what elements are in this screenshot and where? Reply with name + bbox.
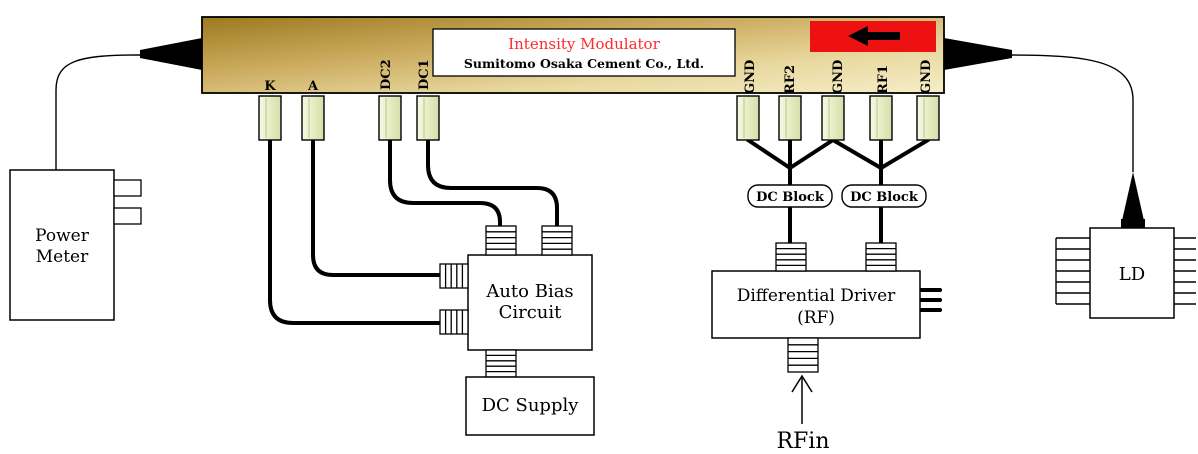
modulator-title: Intensity Modulator <box>508 35 660 53</box>
arrow-left-icon <box>848 26 900 46</box>
fiber-boot-right <box>944 38 1012 70</box>
pin-connector-rf2 <box>778 95 802 141</box>
differential-driver: Differential Driver (RF) <box>711 270 921 339</box>
pin-label-gnd-1: GND <box>743 60 758 94</box>
pin-label-gnd-2: GND <box>831 60 846 94</box>
fiber-boot-left <box>140 38 202 70</box>
dc-supply-label: DC Supply <box>482 395 580 416</box>
pin-label-dc2: DC2 <box>379 59 394 90</box>
dc-supply: DC Supply <box>465 376 595 436</box>
pin-connector-gnd-3 <box>916 95 940 141</box>
pin-label-gnd-3: GND <box>919 60 934 94</box>
pin-connector-gnd-1 <box>736 95 760 141</box>
pin-connectors <box>258 95 940 141</box>
pin-connector-rf1 <box>869 95 893 141</box>
laser-diode: LD <box>1055 172 1196 319</box>
dc-block-1: DC Block <box>747 184 833 208</box>
modulator-label-box <box>432 28 736 77</box>
dc-block-1-label: DC Block <box>756 190 825 205</box>
power-meter-port-1 <box>113 179 142 197</box>
driver-connector-top-2 <box>865 242 897 272</box>
power-meter: Power Meter <box>9 169 142 321</box>
power-meter-label-1: Power <box>35 226 90 246</box>
driver-connector-top-1 <box>775 242 807 272</box>
fiber-left <box>55 54 141 170</box>
driver-connector-bottom <box>787 337 819 373</box>
laser-fiber-boot <box>1121 172 1145 225</box>
auto-bias-circuit: Auto Bias Circuit <box>467 254 593 351</box>
power-meter-port-2 <box>113 207 142 225</box>
dc-block-2-label: DC Block <box>850 190 919 205</box>
bias-connector-left-2 <box>439 309 469 335</box>
pin-label-k: K <box>264 79 276 94</box>
pin-label-rf2: RF2 <box>783 65 798 94</box>
bias-cables <box>268 138 559 325</box>
rf-input-label: RFin <box>776 429 829 454</box>
pin-connector-a <box>301 95 325 141</box>
bias-connector-top-1 <box>485 225 517 256</box>
modulator-body: Intensity Modulator Sumitomo Osaka Cemen… <box>201 16 945 94</box>
pin-connector-dc2 <box>378 95 402 141</box>
modulator-maker: Sumitomo Osaka Cement Co., Ltd. <box>464 56 704 71</box>
driver-label-2: (RF) <box>797 308 835 328</box>
bias-connector-bottom <box>485 349 517 378</box>
pin-label-a: A <box>307 79 319 94</box>
fiber-right <box>1009 54 1134 172</box>
rf-cables <box>746 138 942 312</box>
pin-connector-k <box>258 95 282 141</box>
bias-connector-left-1 <box>439 263 469 289</box>
auto-bias-label-2: Circuit <box>499 302 563 323</box>
laser-label: LD <box>1119 264 1145 285</box>
auto-bias-connectors <box>439 225 573 378</box>
auto-bias-label-1: Auto Bias <box>485 281 573 302</box>
pin-label-dc1: DC1 <box>417 59 432 90</box>
laser-leads <box>1055 237 1196 305</box>
pin-connector-dc1 <box>416 95 440 141</box>
pin-label-rf1: RF1 <box>876 65 891 94</box>
pin-labels: K A DC2 DC1 GND RF2 GND RF1 GND <box>264 59 934 94</box>
pin-connector-gnd-2 <box>821 95 845 141</box>
power-meter-label-2: Meter <box>36 247 89 267</box>
dc-block-2: DC Block <box>841 184 927 208</box>
driver-connectors <box>775 242 897 373</box>
arrow-up-icon <box>791 374 813 424</box>
bias-connector-top-2 <box>541 225 573 256</box>
driver-label-1: Differential Driver <box>737 286 896 306</box>
